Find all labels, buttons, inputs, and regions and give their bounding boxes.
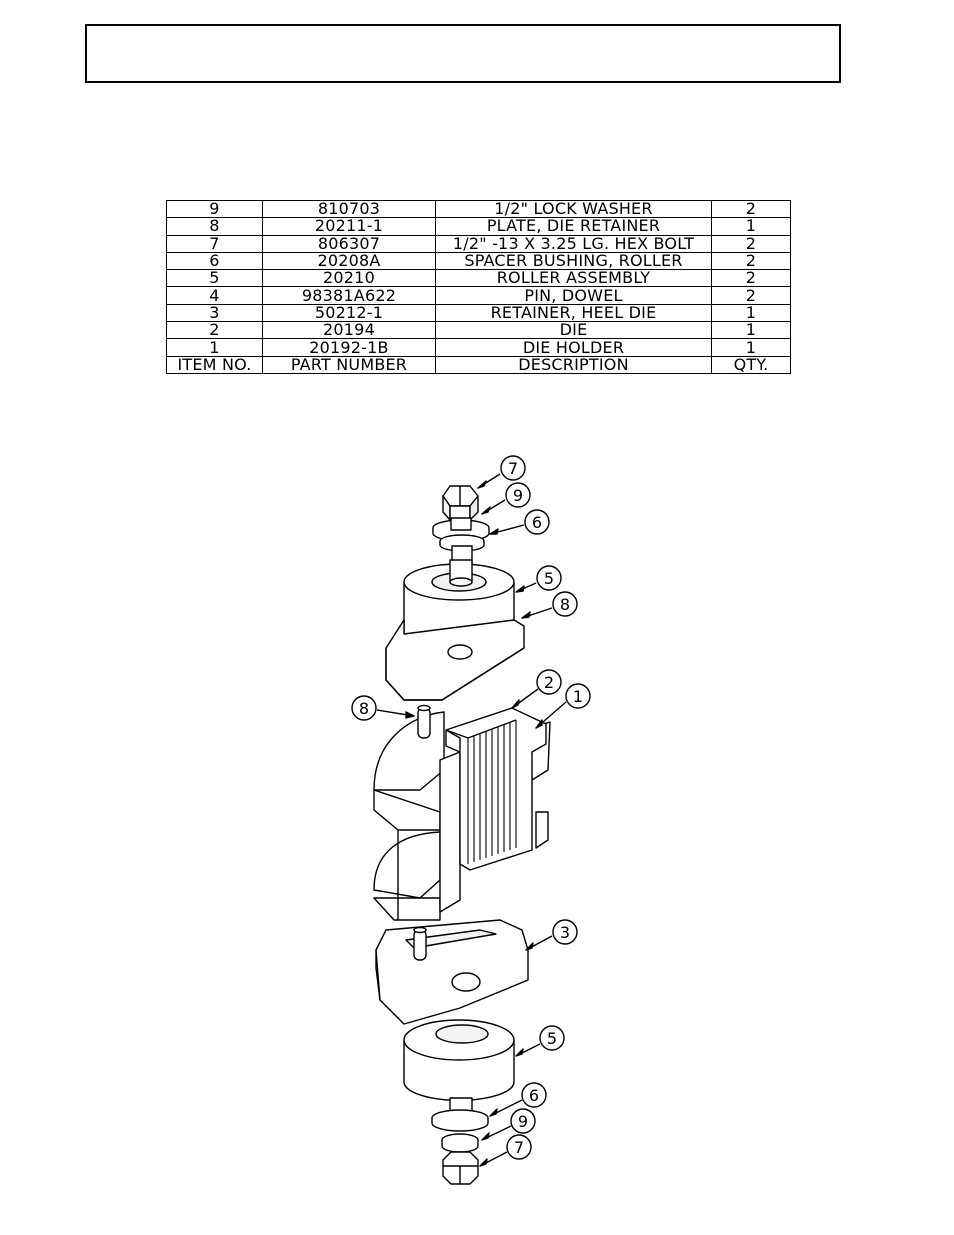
- part-cell: 20210: [262, 269, 436, 288]
- balloon-1: 1: [535, 683, 591, 729]
- header-description: DESCRIPTION: [435, 355, 712, 374]
- item-cell: 4: [166, 286, 263, 305]
- balloon-label: 7: [514, 1138, 524, 1157]
- item-cell: 1: [166, 338, 263, 357]
- table-row: 4 98381A622 PIN, DOWEL 2: [166, 286, 791, 305]
- balloon-label: 1: [573, 687, 583, 706]
- title-block: [85, 24, 841, 83]
- table-row: 1 20192-1B DIE HOLDER 1: [166, 338, 791, 357]
- balloon-2: 2: [511, 669, 562, 709]
- item-cell: 9: [166, 199, 263, 219]
- description-cell: RETAINER, HEEL DIE: [435, 303, 712, 323]
- item-cell: 3: [166, 303, 263, 323]
- qty-cell: 1: [711, 303, 791, 323]
- item-cell: 2: [166, 321, 263, 340]
- part-cell: 50212-1: [262, 303, 436, 323]
- qty-cell: 2: [711, 199, 791, 219]
- part-cell: 20194: [262, 321, 436, 340]
- table-row: 6 20208A SPACER BUSHING, ROLLER 2: [166, 251, 791, 271]
- balloon-3: 3: [525, 919, 578, 951]
- balloon-6-top: 6: [489, 509, 550, 535]
- balloon-label: 5: [544, 569, 554, 588]
- balloon-label: 8: [359, 699, 369, 718]
- heel-die: [445, 707, 547, 871]
- balloon-label: 8: [560, 595, 570, 614]
- balloon-9-bottom: 9: [481, 1108, 536, 1141]
- balloon-label: 3: [560, 923, 570, 942]
- qty-cell: 1: [711, 217, 791, 236]
- balloon-label: 6: [532, 513, 542, 532]
- balloon-label: 9: [513, 486, 523, 505]
- balloon-8-left: 8: [351, 695, 415, 721]
- table-row: 8 20211-1 PLATE, DIE RETAINER 1: [166, 217, 791, 236]
- table-header-row: ITEM NO. PART NUMBER DESCRIPTION QTY.: [166, 355, 791, 374]
- part-cell: 20211-1: [262, 217, 436, 236]
- part-cell: 98381A622: [262, 286, 436, 305]
- table-row: 7 806307 1/2" -13 X 3.25 LG. HEX BOLT 2: [166, 234, 791, 253]
- header-qty: QTY.: [711, 355, 791, 374]
- header-part-number: PART NUMBER: [262, 355, 436, 374]
- description-cell: DIE HOLDER: [435, 338, 712, 357]
- item-cell: 7: [166, 234, 263, 253]
- table-row: 9 810703 1/2" LOCK WASHER 2: [166, 199, 791, 219]
- balloon-6-bottom: 6: [489, 1082, 547, 1117]
- description-cell: 1/2" -13 X 3.25 LG. HEX BOLT: [435, 234, 712, 253]
- part-cell: 20192-1B: [262, 338, 436, 357]
- item-cell: 5: [166, 269, 263, 288]
- description-cell: 1/2" LOCK WASHER: [435, 199, 712, 219]
- bottom-dowel-pin: [413, 926, 427, 961]
- description-cell: DIE: [435, 321, 712, 340]
- balloon-7-top: 7: [477, 455, 526, 489]
- item-cell: 8: [166, 217, 263, 236]
- description-cell: ROLLER ASSEMBLY: [435, 269, 712, 288]
- die-holder: [373, 711, 551, 921]
- table-row: 5 20210 ROLLER ASSEMBLY 2: [166, 269, 791, 288]
- header-item-no: ITEM NO.: [166, 355, 263, 374]
- exploded-assembly-drawing: 7 9 6 5 8 8 2 1: [351, 455, 591, 1185]
- heel-die-retainer: [375, 919, 529, 1025]
- balloon-label: 9: [518, 1112, 528, 1131]
- bottom-hex-bolt-head: [442, 1151, 479, 1185]
- balloon-label: 6: [529, 1086, 539, 1105]
- item-cell: 6: [166, 251, 263, 271]
- top-hex-bolt: [442, 485, 479, 521]
- qty-cell: 1: [711, 321, 791, 340]
- top-dowel-pin: [417, 704, 431, 739]
- balloon-5-top: 5: [515, 565, 562, 593]
- qty-cell: 2: [711, 269, 791, 288]
- table-row: 2 20194 DIE 1: [166, 321, 791, 340]
- qty-cell: 2: [711, 251, 791, 271]
- qty-cell: 1: [711, 338, 791, 357]
- table-row: 3 50212-1 RETAINER, HEEL DIE 1: [166, 303, 791, 323]
- part-cell: 810703: [262, 199, 436, 219]
- bill-of-materials-table: 9 810703 1/2" LOCK WASHER 2 8 20211-1 PL…: [166, 199, 791, 374]
- balloon-label: 7: [508, 459, 518, 478]
- balloon-label: 5: [547, 1029, 557, 1048]
- bottom-roller-assembly: [403, 1019, 515, 1102]
- balloon-label: 2: [544, 673, 554, 692]
- description-cell: PIN, DOWEL: [435, 286, 712, 305]
- top-die-retainer-plate: [385, 619, 525, 701]
- balloon-9-top: 9: [481, 482, 531, 515]
- part-cell: 20208A: [262, 251, 436, 271]
- part-cell: 806307: [262, 234, 436, 253]
- balloon-5-bottom: 5: [515, 1025, 565, 1057]
- balloon-8-right: 8: [521, 591, 578, 619]
- qty-cell: 2: [711, 286, 791, 305]
- description-cell: PLATE, DIE RETAINER: [435, 217, 712, 236]
- description-cell: SPACER BUSHING, ROLLER: [435, 251, 712, 271]
- bottom-lock-washer: [441, 1133, 479, 1153]
- bottom-spacer-bushing: [431, 1097, 489, 1132]
- qty-cell: 2: [711, 234, 791, 253]
- balloon-7-bottom: 7: [479, 1134, 532, 1167]
